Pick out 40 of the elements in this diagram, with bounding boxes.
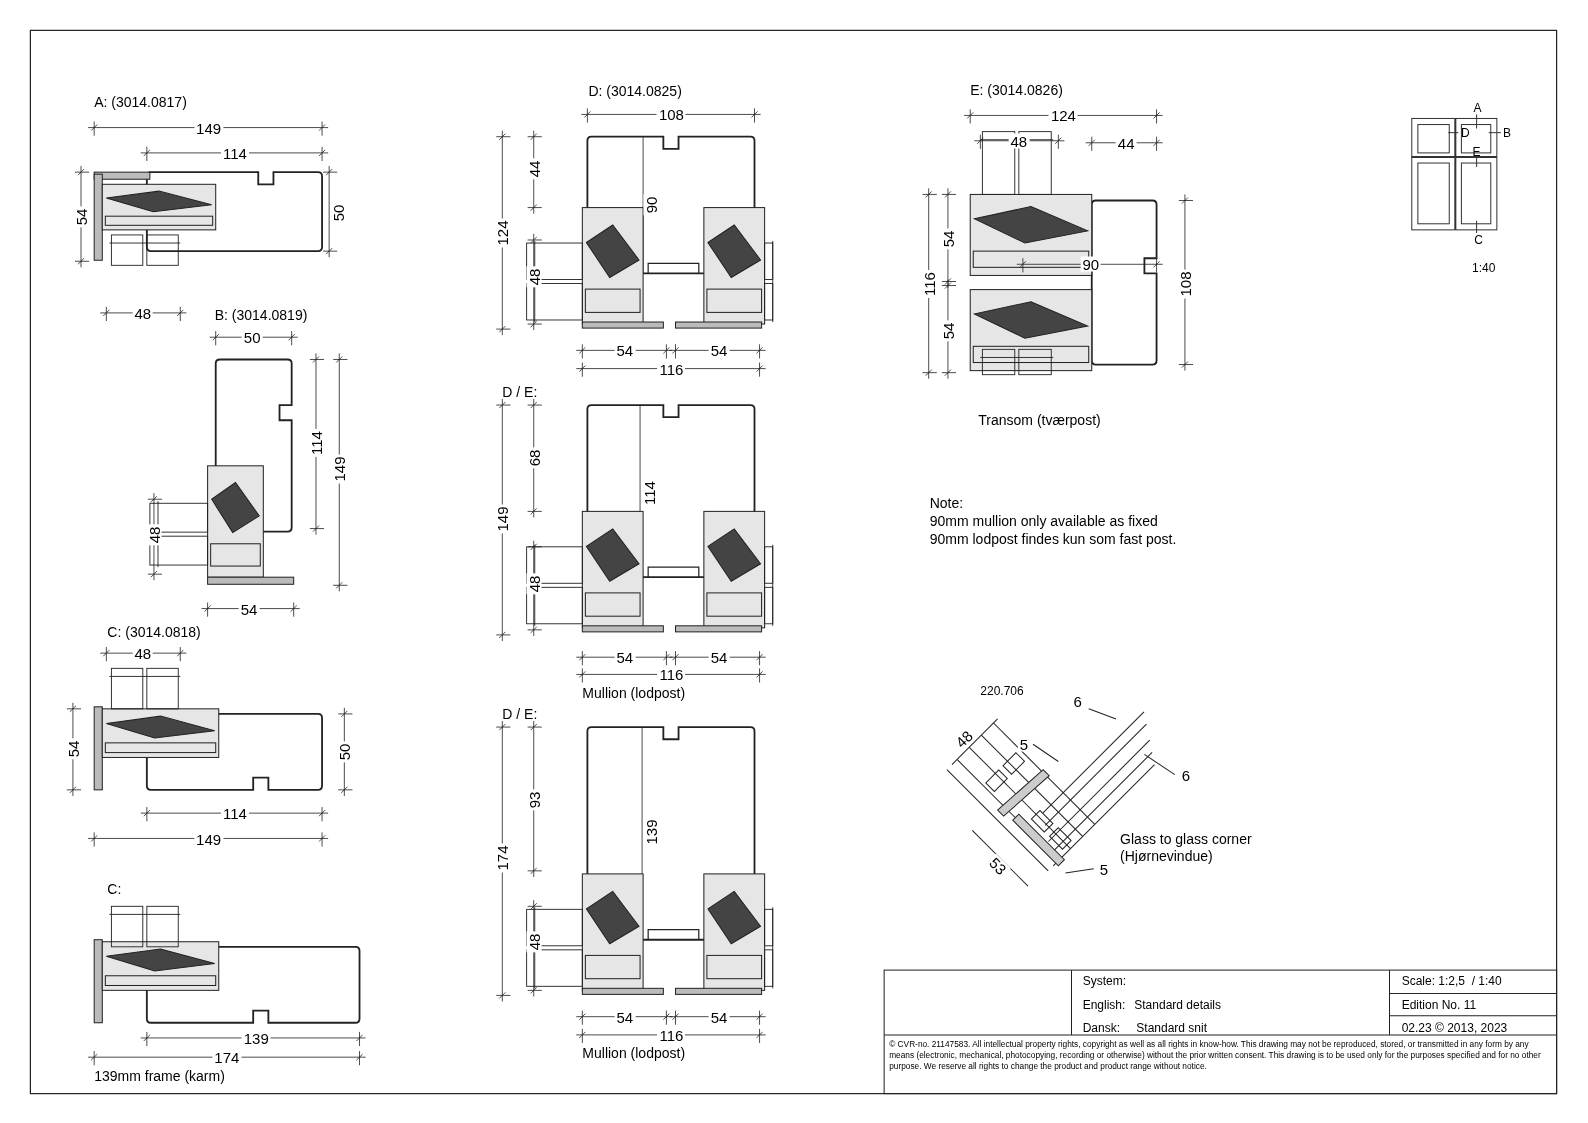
dimension-value: 48 <box>146 524 162 546</box>
field-value: Edition No. 11 <box>1401 998 1477 1011</box>
note-text: 90mm mullion only available as fixed <box>929 513 1158 528</box>
dimension-value: 48 <box>526 267 542 288</box>
field-value: 02.23 © 2013, 2023 <box>1401 1021 1508 1034</box>
dimension-value: 116 <box>657 667 686 682</box>
dimension-value: 48 <box>1008 133 1030 149</box>
note-text: 90mm lodpost findes kun som fast post. <box>929 531 1177 546</box>
view-marker: E <box>1472 145 1481 158</box>
field-label: English: <box>1082 998 1126 1011</box>
section-heading: A: (3014.0817) <box>94 95 187 110</box>
section-heading: D / E: <box>502 384 538 399</box>
section-heading: D: (3014.0825) <box>588 84 682 99</box>
section-caption: Glass to glass corner <box>1120 831 1252 846</box>
section-caption: Transom (tværpost) <box>978 413 1101 428</box>
dimension-value: 48 <box>526 574 542 595</box>
section-caption: Mullion (lodpost) <box>582 685 686 700</box>
view-marker: C <box>1474 234 1483 246</box>
field-label: System: <box>1082 975 1126 988</box>
view-marker: B <box>1502 126 1511 139</box>
section-heading: D / E: <box>502 707 538 721</box>
section-heading: C: <box>107 882 122 897</box>
scale-text: 1:40 <box>1472 262 1496 275</box>
view-marker: A <box>1473 102 1482 115</box>
field-value: Scale: 1:2,5 / 1:40 <box>1401 975 1502 988</box>
field-label: Dansk: <box>1082 1021 1120 1034</box>
section-heading: E: (3014.0826) <box>970 83 1063 98</box>
dimension-value: 48 <box>526 931 542 953</box>
field-value: Standard snit <box>1136 1021 1207 1034</box>
part-number: 220.706 <box>980 684 1024 697</box>
section-caption: 139mm frame (karm) <box>94 1068 225 1083</box>
section-heading: B: (3014.0819) <box>214 307 308 322</box>
section-caption: (Hjørnevindue) <box>1120 848 1213 863</box>
note-text: Note: <box>929 496 964 511</box>
field-value: Standard details <box>1134 998 1221 1011</box>
section-heading: C: (3014.0818) <box>107 624 201 639</box>
section-caption: Mullion (lodpost) <box>582 1046 686 1061</box>
view-marker: D <box>1461 126 1470 139</box>
dimension-value: 90 <box>1080 256 1102 272</box>
copyright-notice: © CVR-no. 21147583. All intellectual property rights, copyright as well as all rights in know-how. This drawing may not be reproduced, stored, or transmitted in any form by any means (electronic, mechanical, photocopying, recording or otherwise) without the prior written consent. This drawing is to be used only for the purposes specified and for no other purpose. We reserve all rights to change the product and product range without notice. <box>889 1039 1542 1073</box>
